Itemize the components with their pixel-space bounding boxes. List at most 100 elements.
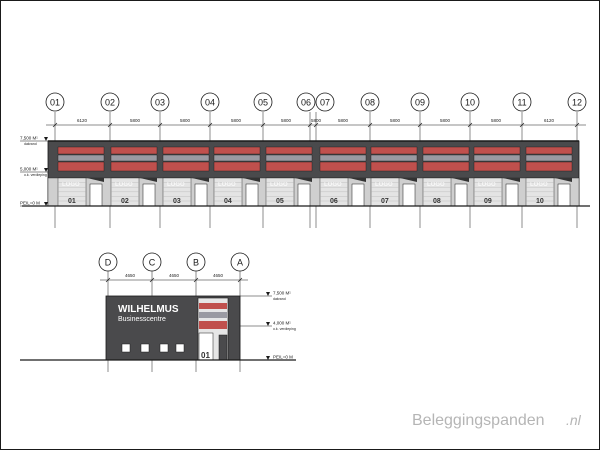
side-unit-number: 01 <box>201 351 210 360</box>
unit-number-10: 10 <box>536 198 544 205</box>
panel-red <box>265 161 313 172</box>
grid-label-C: C <box>149 258 156 268</box>
dimension-value: 5800 <box>231 118 242 123</box>
level-marker <box>266 292 270 296</box>
level-value: 4,000 M¹ <box>273 321 291 326</box>
canopy <box>87 178 104 182</box>
panel-red <box>370 146 418 155</box>
grid-bubble <box>142 252 162 272</box>
grid-bubble <box>100 92 120 112</box>
dimension-tick <box>207 122 213 128</box>
grid-bubble <box>512 92 532 112</box>
level-marker <box>266 356 270 360</box>
panel-red <box>319 146 367 155</box>
grid-label-09: 09 <box>415 98 425 108</box>
level-marker <box>44 202 48 206</box>
canopy <box>452 178 469 182</box>
dimension-tick <box>237 277 243 283</box>
entrance-panel-red <box>199 303 227 309</box>
unit-number-08: 08 <box>433 198 441 205</box>
canopy <box>192 178 209 182</box>
unit-number-09: 09 <box>484 198 492 205</box>
grid-label-A: A <box>237 258 243 268</box>
window <box>140 343 150 353</box>
grid-label-04: 04 <box>205 98 215 108</box>
entrance-door <box>142 183 156 207</box>
logo-text: LOGO <box>115 182 133 188</box>
canopy <box>349 178 366 182</box>
panel-grey <box>213 154 261 162</box>
grid-label-11: 11 <box>517 98 526 108</box>
canopy <box>295 178 312 182</box>
dimension-tick <box>193 277 199 283</box>
logo-text: LOGO <box>478 182 496 188</box>
unit-number-06: 06 <box>330 198 338 205</box>
dimension-tick <box>105 277 111 283</box>
level-value: 7,500 M¹ <box>20 136 38 141</box>
level-value: PEIL=0 M <box>20 201 40 206</box>
canopy <box>555 178 572 182</box>
entrance-door <box>402 183 416 207</box>
panel-red <box>213 146 261 155</box>
level-marker <box>266 322 270 326</box>
dimension-value: 5800 <box>440 118 451 123</box>
dimension-value: 4650 <box>169 273 180 278</box>
canopy <box>503 178 520 182</box>
dimension-value: 6120 <box>544 118 555 123</box>
sign-title: WILHELMUS <box>118 304 179 315</box>
dimension-value: 5800 <box>281 118 292 123</box>
grid-bubble <box>186 252 206 272</box>
dimension-value: 5800 <box>338 118 349 123</box>
panel-red <box>319 161 367 172</box>
dimension-tick <box>313 122 319 128</box>
unit-number-01: 01 <box>68 198 76 205</box>
dimension-tick <box>260 122 266 128</box>
entrance-panel-grey <box>199 312 227 318</box>
dimension-tick <box>307 122 313 128</box>
level-value: PEIL=0 M <box>273 355 293 360</box>
panel-red <box>525 161 573 172</box>
window <box>159 343 169 353</box>
grid-bubble <box>460 92 480 112</box>
level-marker <box>44 168 48 172</box>
logo-text: LOGO <box>427 182 445 188</box>
dimension-tick <box>157 122 163 128</box>
unit-number-07: 07 <box>381 198 389 205</box>
grid-label-D: D <box>105 258 112 268</box>
panel-grey <box>162 154 210 162</box>
unit-number-05: 05 <box>276 198 284 205</box>
dimension-tick <box>149 277 155 283</box>
level-value: 7,500 M¹ <box>273 291 291 296</box>
grid-bubble <box>253 92 273 112</box>
dimension-value: 5800 <box>130 118 141 123</box>
entrance-door <box>351 183 365 207</box>
panel-red <box>473 161 521 172</box>
dimension-value: 5800 <box>390 118 401 123</box>
watermark: Beleggingspanden .nl <box>412 412 582 429</box>
panel-red <box>213 161 261 172</box>
dimension-value: 4650 <box>213 273 224 278</box>
grid-bubble <box>567 92 587 112</box>
panel-grey <box>110 154 158 162</box>
grid-bubble <box>150 92 170 112</box>
level-marker <box>44 137 48 141</box>
window <box>121 343 131 353</box>
grid-label-02: 02 <box>105 98 115 108</box>
grid-bubble <box>296 92 316 112</box>
window <box>175 343 185 353</box>
panel-red <box>265 146 313 155</box>
dimension-tick <box>417 122 423 128</box>
dimension-value: 5800 <box>491 118 502 123</box>
grid-label-05: 05 <box>258 98 268 108</box>
panel-red <box>110 161 158 172</box>
canopy <box>400 178 417 182</box>
panel-red <box>473 146 521 155</box>
grid-bubble <box>410 92 430 112</box>
grid-bubble <box>98 252 118 272</box>
dimension-value: 5800 <box>311 118 322 123</box>
panel-grey <box>319 154 367 162</box>
level-note: o.k. verdieping <box>24 173 47 177</box>
